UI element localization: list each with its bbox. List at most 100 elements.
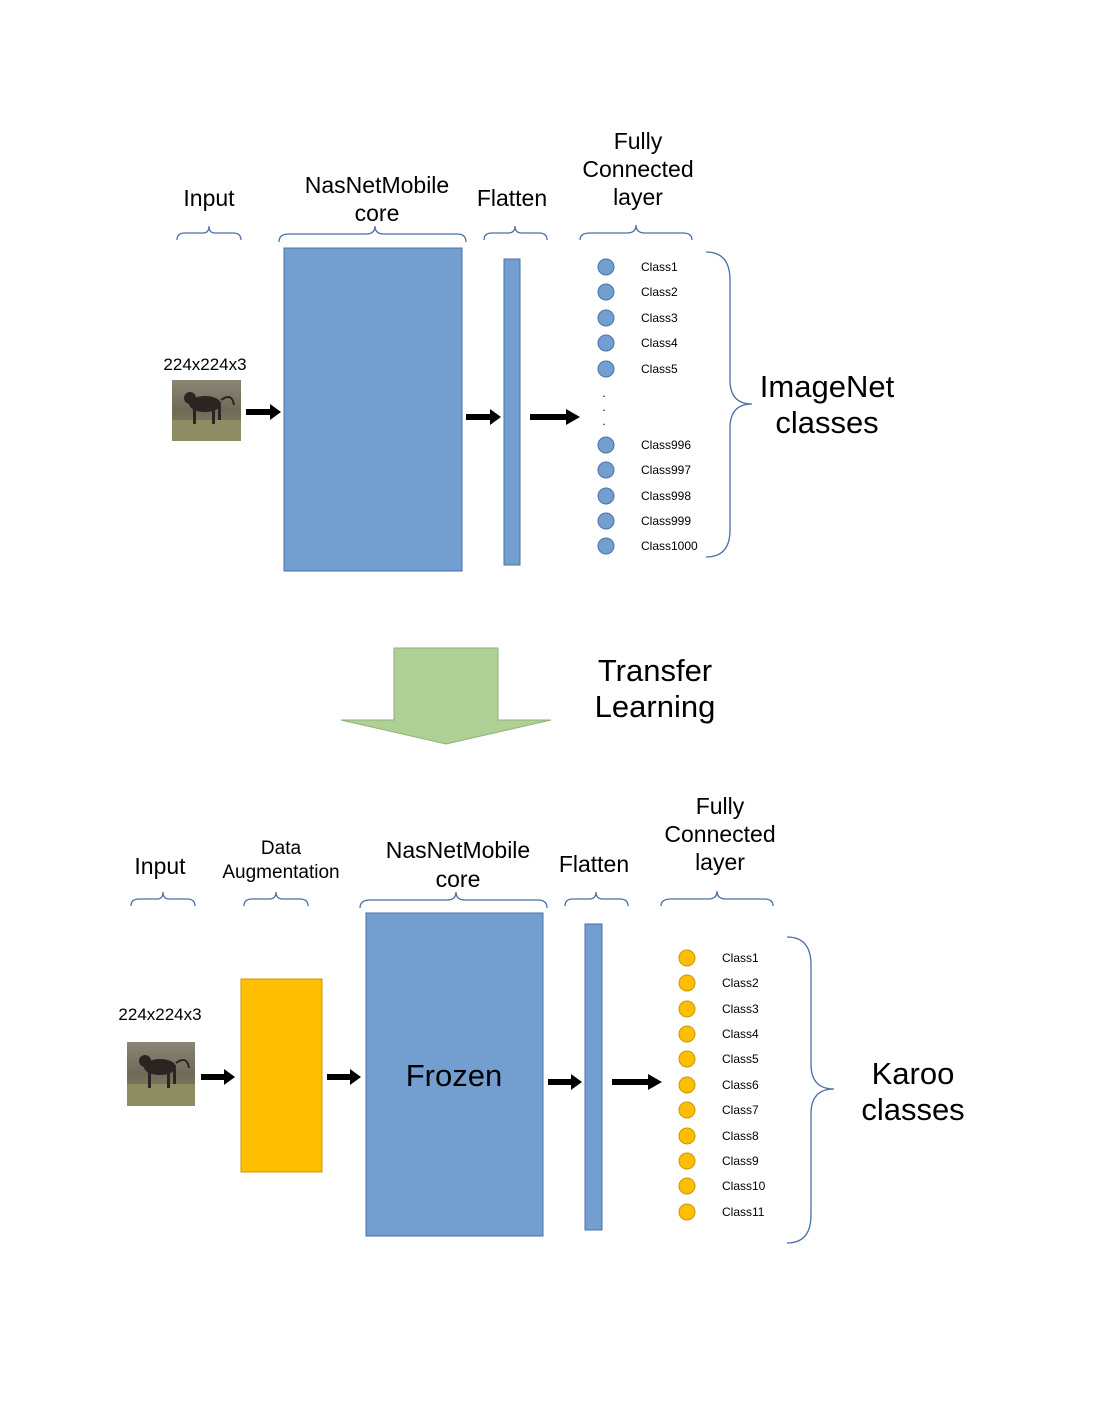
bottom-augmentation-header-line2: Augmentation xyxy=(222,862,339,883)
bottom-fc-class-label: Class9 xyxy=(722,1154,759,1168)
bottom-fc-class-label: Class4 xyxy=(722,1027,759,1041)
bottom-core-header-line1: NasNetMobile xyxy=(386,837,530,863)
top-flatten-brace xyxy=(483,225,548,241)
bottom-fc-brace xyxy=(660,890,774,907)
top-fc-node-6 xyxy=(597,436,615,454)
top-fc-node-5 xyxy=(597,360,615,378)
top-fc-node-4 xyxy=(597,334,615,352)
top-diagram: Input NasNetMobile core Flatten Fully Co… xyxy=(163,128,895,572)
top-arrow-flatten-to-fc xyxy=(530,409,580,425)
top-input-header: Input xyxy=(183,185,235,211)
top-fc-node-3 xyxy=(597,309,615,327)
top-flatten-block xyxy=(503,258,521,566)
top-fc-header-line1: Fully xyxy=(614,128,663,154)
top-fc-class-label: Class1 xyxy=(641,260,678,274)
bottom-fc-nodes: Class1Class2Class3Class4Class5Class6Clas… xyxy=(678,949,766,1221)
top-input-image xyxy=(172,380,241,441)
bottom-fc-node-11 xyxy=(678,1203,696,1221)
bottom-fc-node-6 xyxy=(678,1076,696,1094)
bottom-fc-class-label: Class3 xyxy=(722,1002,759,1016)
bottom-fc-class-label: Class5 xyxy=(722,1052,759,1066)
bottom-fc-node-3 xyxy=(678,1000,696,1018)
top-ellipsis-dot-1: . xyxy=(602,386,605,400)
bottom-fc-node-7 xyxy=(678,1101,696,1119)
top-fc-brace xyxy=(579,224,693,241)
top-fc-node-7 xyxy=(597,461,615,479)
top-fc-node-10 xyxy=(597,537,615,555)
bottom-input-size: 224x224x3 xyxy=(118,1005,201,1024)
bottom-fc-node-10 xyxy=(678,1177,696,1195)
top-fc-class-label: Class997 xyxy=(641,463,691,477)
bottom-fc-node-5 xyxy=(678,1050,696,1068)
bottom-augmentation-block xyxy=(240,978,323,1173)
top-fc-node-8 xyxy=(597,487,615,505)
top-arrow-core-to-flatten xyxy=(466,409,501,425)
bottom-fc-class-label: Class8 xyxy=(722,1129,759,1143)
top-fc-header-line2: Connected xyxy=(582,156,693,182)
top-fc-node-2 xyxy=(597,283,615,301)
bottom-classes-brace xyxy=(786,936,835,1244)
top-fc-class-label: Class996 xyxy=(641,438,691,452)
top-ellipsis: . . . xyxy=(602,386,605,428)
bottom-fc-class-label: Class2 xyxy=(722,976,759,990)
top-classes-brace xyxy=(705,251,753,558)
top-fc-class-label: Class5 xyxy=(641,362,678,376)
bottom-group-label-line1: Karoo xyxy=(872,1056,955,1091)
bottom-fc-class-label: Class6 xyxy=(722,1078,759,1092)
top-fc-node-1 xyxy=(597,258,615,276)
top-flatten-header: Flatten xyxy=(477,185,547,211)
bottom-fc-header-line2: Connected xyxy=(664,821,775,847)
bottom-diagram: Input Data Augmentation NasNetMobile cor… xyxy=(118,793,965,1244)
top-group-label-line1: ImageNet xyxy=(760,369,895,404)
transfer-section: Transfer Learning xyxy=(340,647,716,745)
top-fc-nodes: Class1Class2Class3Class4Class5Class996Cl… xyxy=(597,258,698,555)
transfer-down-arrow xyxy=(340,647,552,745)
bottom-flatten-header: Flatten xyxy=(559,851,629,877)
bottom-core-brace xyxy=(359,891,548,909)
bottom-flatten-block xyxy=(584,923,603,1231)
bottom-flatten-brace xyxy=(564,891,629,907)
bottom-fc-node-4 xyxy=(678,1025,696,1043)
bottom-group-label-line2: classes xyxy=(861,1092,964,1127)
top-ellipsis-dot-3: . xyxy=(602,414,605,428)
top-fc-class-label: Class1000 xyxy=(641,539,698,553)
top-ellipsis-dot-2: . xyxy=(602,400,605,414)
bottom-arrow-input-to-augmentation xyxy=(201,1069,235,1085)
bottom-augmentation-header-line1: Data xyxy=(261,838,302,859)
bottom-fc-class-label: Class10 xyxy=(722,1179,766,1193)
bottom-core-frozen-label: Frozen xyxy=(406,1058,502,1093)
bottom-fc-class-label: Class7 xyxy=(722,1103,759,1117)
top-core-brace xyxy=(278,225,467,243)
bottom-input-brace xyxy=(130,891,196,907)
top-core-block xyxy=(283,247,463,572)
top-fc-class-label: Class998 xyxy=(641,489,691,503)
bottom-core-header-line2: core xyxy=(436,866,481,892)
top-fc-class-label: Class3 xyxy=(641,311,678,325)
top-core-header-line1: NasNetMobile xyxy=(305,172,449,198)
bottom-fc-node-1 xyxy=(678,949,696,967)
bottom-arrow-flatten-to-fc xyxy=(612,1074,662,1090)
top-fc-class-label: Class999 xyxy=(641,514,691,528)
bottom-input-header: Input xyxy=(134,853,186,879)
bottom-arrow-core-to-flatten xyxy=(548,1074,582,1090)
bottom-fc-class-label: Class1 xyxy=(722,951,759,965)
top-fc-class-label: Class4 xyxy=(641,336,678,350)
bottom-fc-header-line1: Fully xyxy=(696,793,745,819)
bottom-core-block xyxy=(365,912,544,1237)
top-arrow-input-to-core xyxy=(246,404,281,420)
bottom-augmentation-brace xyxy=(243,891,309,907)
top-fc-class-label: Class2 xyxy=(641,285,678,299)
bottom-fc-header-line3: layer xyxy=(695,849,745,875)
top-group-label-line2: classes xyxy=(775,405,878,440)
top-input-brace xyxy=(176,225,242,241)
bottom-fc-node-2 xyxy=(678,974,696,992)
bottom-input-image xyxy=(127,1042,195,1106)
top-core-header-line2: core xyxy=(355,200,400,226)
bottom-arrow-augmentation-to-core xyxy=(327,1069,361,1085)
bottom-fc-class-label: Class11 xyxy=(722,1205,765,1219)
transfer-label-line2: Learning xyxy=(595,689,716,724)
top-input-size: 224x224x3 xyxy=(163,355,246,374)
bottom-fc-node-8 xyxy=(678,1127,696,1145)
top-fc-header-line3: layer xyxy=(613,184,663,210)
